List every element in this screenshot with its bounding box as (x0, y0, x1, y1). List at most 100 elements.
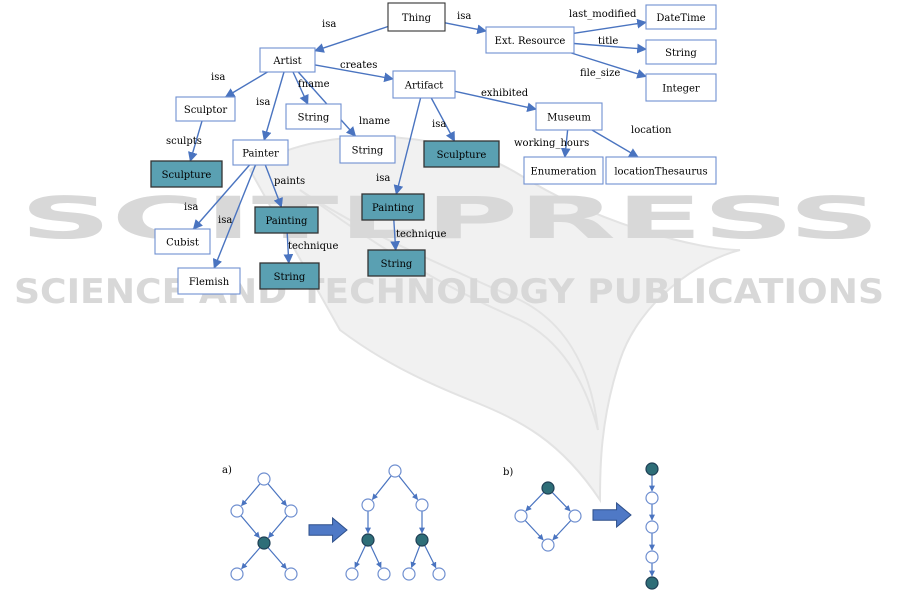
node-box-sculpture_b (423, 140, 500, 168)
watermark: SCITEPRESS SCIENCE AND TECHNOLOGY PUBLIC… (14, 135, 884, 504)
edge-painter-flemish (212, 164, 257, 269)
node-location_thesaurus: locationThesaurus (605, 156, 717, 185)
mini-node (388, 464, 402, 478)
mini-node (541, 538, 555, 552)
panel-a-graphs (230, 464, 446, 581)
node-sculpture_a: Sculpture (150, 160, 223, 188)
mini-edge (241, 483, 261, 507)
node-string_tech_a: String (259, 262, 320, 290)
mini-node (514, 509, 528, 523)
node-label-painting_b: Painting (372, 203, 415, 214)
node-label-thing: Thing (402, 13, 432, 24)
mini-node (361, 498, 375, 512)
node-box-museum (535, 102, 603, 131)
mini-node (645, 550, 659, 564)
node-museum: Museum (535, 102, 603, 131)
edge-label-ext_resource-string_title: title (598, 36, 618, 47)
node-label-enumeration: Enumeration (530, 167, 597, 178)
mini-node (568, 509, 582, 523)
node-box-artist (259, 47, 316, 73)
node-label-painting_a: Painting (266, 216, 309, 227)
node-cubist: Cubist (154, 228, 211, 255)
mini-edge (551, 491, 571, 512)
node-box-sculptor (175, 96, 236, 122)
mini-node (402, 567, 416, 581)
node-label-sculptor: Sculptor (184, 105, 228, 116)
mini-edge (354, 545, 366, 569)
mini-edge (398, 475, 419, 500)
node-label-datetime: DateTime (656, 13, 705, 24)
watermark-tagline: SCIENCE AND TECHNOLOGY PUBLICATIONS (14, 272, 884, 312)
node-box-enumeration (523, 156, 604, 185)
mini-edge (410, 545, 421, 569)
node-label-artifact: Artifact (404, 81, 444, 92)
mini-edge (424, 545, 437, 569)
panel-a-transform-arrow (308, 516, 348, 544)
mini-node-highlighted (645, 462, 659, 476)
mini-node (284, 504, 298, 518)
edge-label-ext_resource-datetime: last_modified (569, 9, 637, 20)
node-box-flemish (177, 267, 241, 295)
edge-label-painter-cubist: isa (184, 202, 198, 213)
edge-artifact-painting_b (393, 97, 422, 195)
node-box-string_tech_b (367, 249, 426, 277)
edge-label-museum-enumeration: working_hours (514, 138, 589, 149)
node-label-museum: Museum (547, 113, 591, 124)
mini-node (257, 472, 271, 486)
node-ext_resource: Ext. Resource (485, 26, 575, 54)
node-label-flemish: Flemish (189, 277, 230, 288)
mini-node-highlighted (541, 481, 555, 495)
node-datetime: DateTime (645, 4, 717, 30)
node-box-painting_b (361, 193, 425, 221)
mini-edge (371, 475, 392, 500)
edge-artifact-sculpture_b (430, 97, 456, 142)
edge-museum-enumeration (560, 129, 571, 158)
node-string_tech_b: String (367, 249, 426, 277)
mini-node (415, 498, 429, 512)
node-box-painter (232, 139, 289, 166)
node-label-artist: Artist (272, 56, 301, 67)
node-label-string_fname: String (298, 113, 330, 124)
edge-label-artifact-sculpture_b: isa (432, 119, 446, 130)
node-integer: Integer (645, 73, 717, 102)
panel-b-transform-arrow (592, 501, 632, 529)
edge-sculptor-sculpture_a (188, 120, 203, 162)
edge-artifact-museum (454, 90, 537, 113)
node-flemish: Flemish (177, 267, 241, 295)
edge-painting_b-string_tech_b (390, 219, 401, 251)
mini-edge (267, 547, 287, 570)
mini-edge (268, 515, 288, 539)
node-box-string_title (645, 39, 717, 65)
node-label-location_thesaurus: locationThesaurus (614, 167, 707, 178)
node-sculpture_b: Sculpture (423, 140, 500, 168)
edge-museum-location_thesaurus (591, 129, 639, 158)
edge-label-artist-artifact: creates (340, 60, 377, 71)
node-label-string_tech_a: String (274, 272, 306, 283)
edge-thing-artist (314, 25, 389, 53)
node-artist: Artist (259, 47, 316, 73)
node-enumeration: Enumeration (523, 156, 604, 185)
edge-painter-painting_a (264, 164, 283, 208)
edge-label-sculptor-sculpture_a: sculpts (166, 136, 202, 147)
edge-artist-painter (261, 71, 285, 141)
node-box-datetime (645, 4, 717, 30)
watermark-brand: SCITEPRESS (20, 184, 880, 252)
mini-edge (524, 519, 544, 541)
node-label-string_title: String (665, 48, 697, 59)
mini-edge (370, 545, 382, 569)
panel-b-source-graph (514, 481, 582, 552)
mini-edge (525, 491, 545, 512)
node-box-string_fname (285, 103, 342, 130)
node-painting_a: Painting (254, 206, 319, 234)
node-label-painter: Painter (242, 149, 279, 160)
panel-b-result-graph (645, 462, 659, 590)
node-box-location_thesaurus (605, 156, 717, 185)
node-label-sculpture_a: Sculpture (162, 170, 212, 181)
node-label-string_tech_b: String (381, 259, 413, 270)
node-label-cubist: Cubist (166, 238, 199, 249)
edge-label-museum-location_thesaurus: location (631, 125, 672, 136)
edge-thing-ext_resource (444, 22, 487, 35)
edge-label-artist-painter: isa (256, 97, 270, 108)
